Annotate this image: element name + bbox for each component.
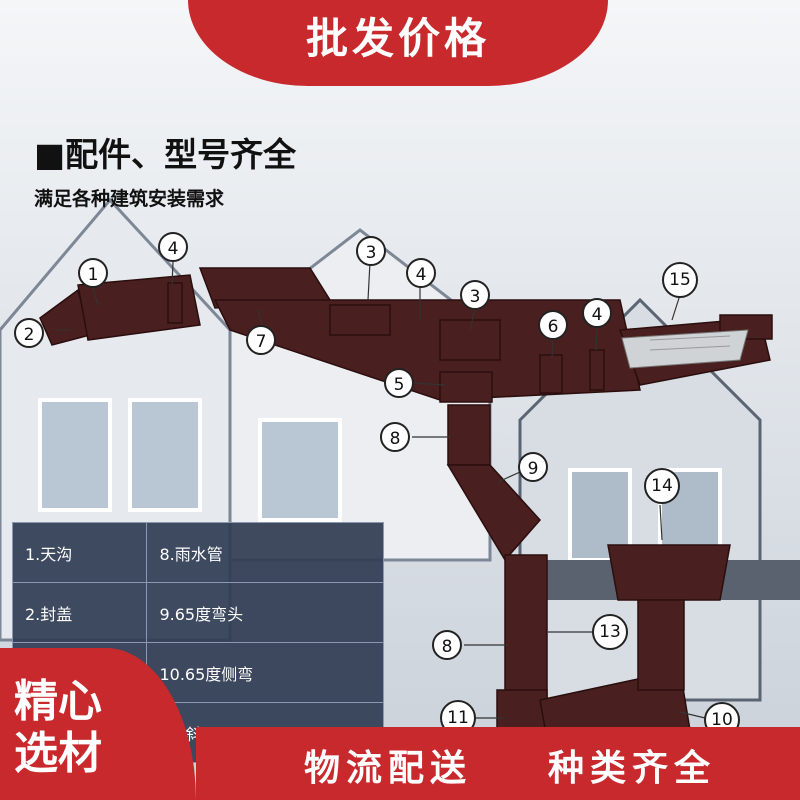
callout-5: 5 <box>384 368 414 398</box>
page-subtitle: 满足各种建筑安装需求 <box>34 188 225 210</box>
table-cell: 2.封盖 <box>11 582 148 643</box>
callout-8b: 8 <box>432 630 462 660</box>
callout-4: 4 <box>158 232 188 262</box>
quality-badge: 精心 选材 <box>0 648 196 800</box>
table-cell: 1.天沟 <box>11 522 148 583</box>
callout-3b: 3 <box>460 280 490 310</box>
quality-badge-line2: 选材 <box>14 728 102 779</box>
table-row: 2.封盖 9.65度弯头 <box>11 582 384 643</box>
callout-4b: 4 <box>406 258 436 288</box>
callout-14: 14 <box>644 468 680 504</box>
callout-7: 7 <box>246 325 276 355</box>
variety-text: 种类齐全 <box>548 748 717 789</box>
callout-1: 1 <box>78 258 108 288</box>
callout-6: 6 <box>538 310 568 340</box>
callout-9: 9 <box>518 452 548 482</box>
table-cell: 8.雨水管 <box>146 522 384 583</box>
bottom-banner: 物流配送 种类齐全 <box>196 727 800 800</box>
callout-3: 3 <box>356 236 386 266</box>
table-row: 1.天沟 8.雨水管 <box>11 522 384 583</box>
price-banner: 批发价格 <box>188 0 608 86</box>
quality-badge-line1: 精心 <box>14 676 102 727</box>
callout-4c: 4 <box>582 298 612 328</box>
callout-13: 13 <box>592 614 628 650</box>
table-cell: 9.65度弯头 <box>146 582 384 643</box>
logistics-text: 物流配送 <box>304 748 473 789</box>
callout-8: 8 <box>380 422 410 452</box>
table-cell: 10.65度侧弯 <box>146 642 384 703</box>
callout-15: 15 <box>662 262 698 298</box>
callout-2: 2 <box>14 318 44 348</box>
page-title: ■配件、型号齐全 <box>34 135 297 174</box>
